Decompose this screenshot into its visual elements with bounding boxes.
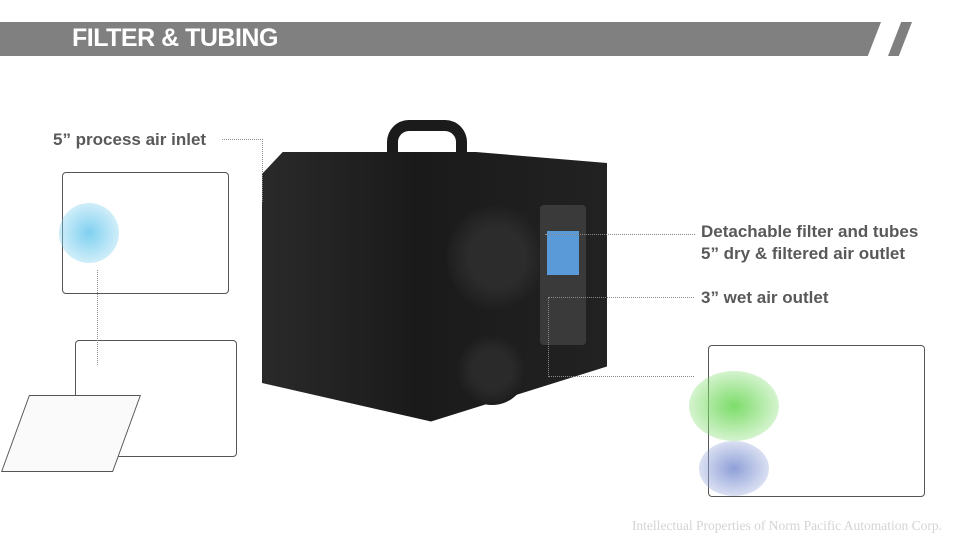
dry-outlet-glow bbox=[689, 371, 779, 441]
leader-line bbox=[545, 234, 695, 236]
lcd-display bbox=[547, 231, 579, 275]
leader-line bbox=[222, 139, 263, 202]
label-wet-air-outlet: 3” wet air outlet bbox=[701, 288, 829, 307]
page-title: FILTER & TUBING bbox=[72, 24, 278, 52]
dry-air-outlet-port bbox=[447, 205, 547, 310]
leader-line bbox=[97, 270, 99, 365]
label-process-air-inlet: 5” process air inlet bbox=[53, 130, 207, 149]
filter-panel-illustration bbox=[0, 395, 142, 472]
handle bbox=[387, 120, 467, 175]
title-banner bbox=[0, 22, 880, 56]
label-dry-air-outlet: 5” dry & filtered air outlet bbox=[701, 244, 906, 263]
inlet-glow bbox=[59, 203, 119, 263]
banner-slash-decoration bbox=[888, 22, 912, 56]
copyright-footer: Intellectual Properties of Norm Pacific … bbox=[631, 518, 942, 533]
wet-outlet-glow bbox=[699, 441, 769, 496]
label-detachable-filter: Detachable filter and tubes bbox=[701, 222, 919, 241]
leader-line bbox=[548, 297, 694, 377]
outlet-unit-illustration bbox=[689, 345, 925, 497]
dehumidifier-product-image bbox=[262, 120, 612, 450]
wet-air-outlet-port bbox=[457, 335, 527, 405]
inlet-unit-illustration bbox=[59, 172, 229, 294]
control-panel bbox=[540, 205, 586, 345]
